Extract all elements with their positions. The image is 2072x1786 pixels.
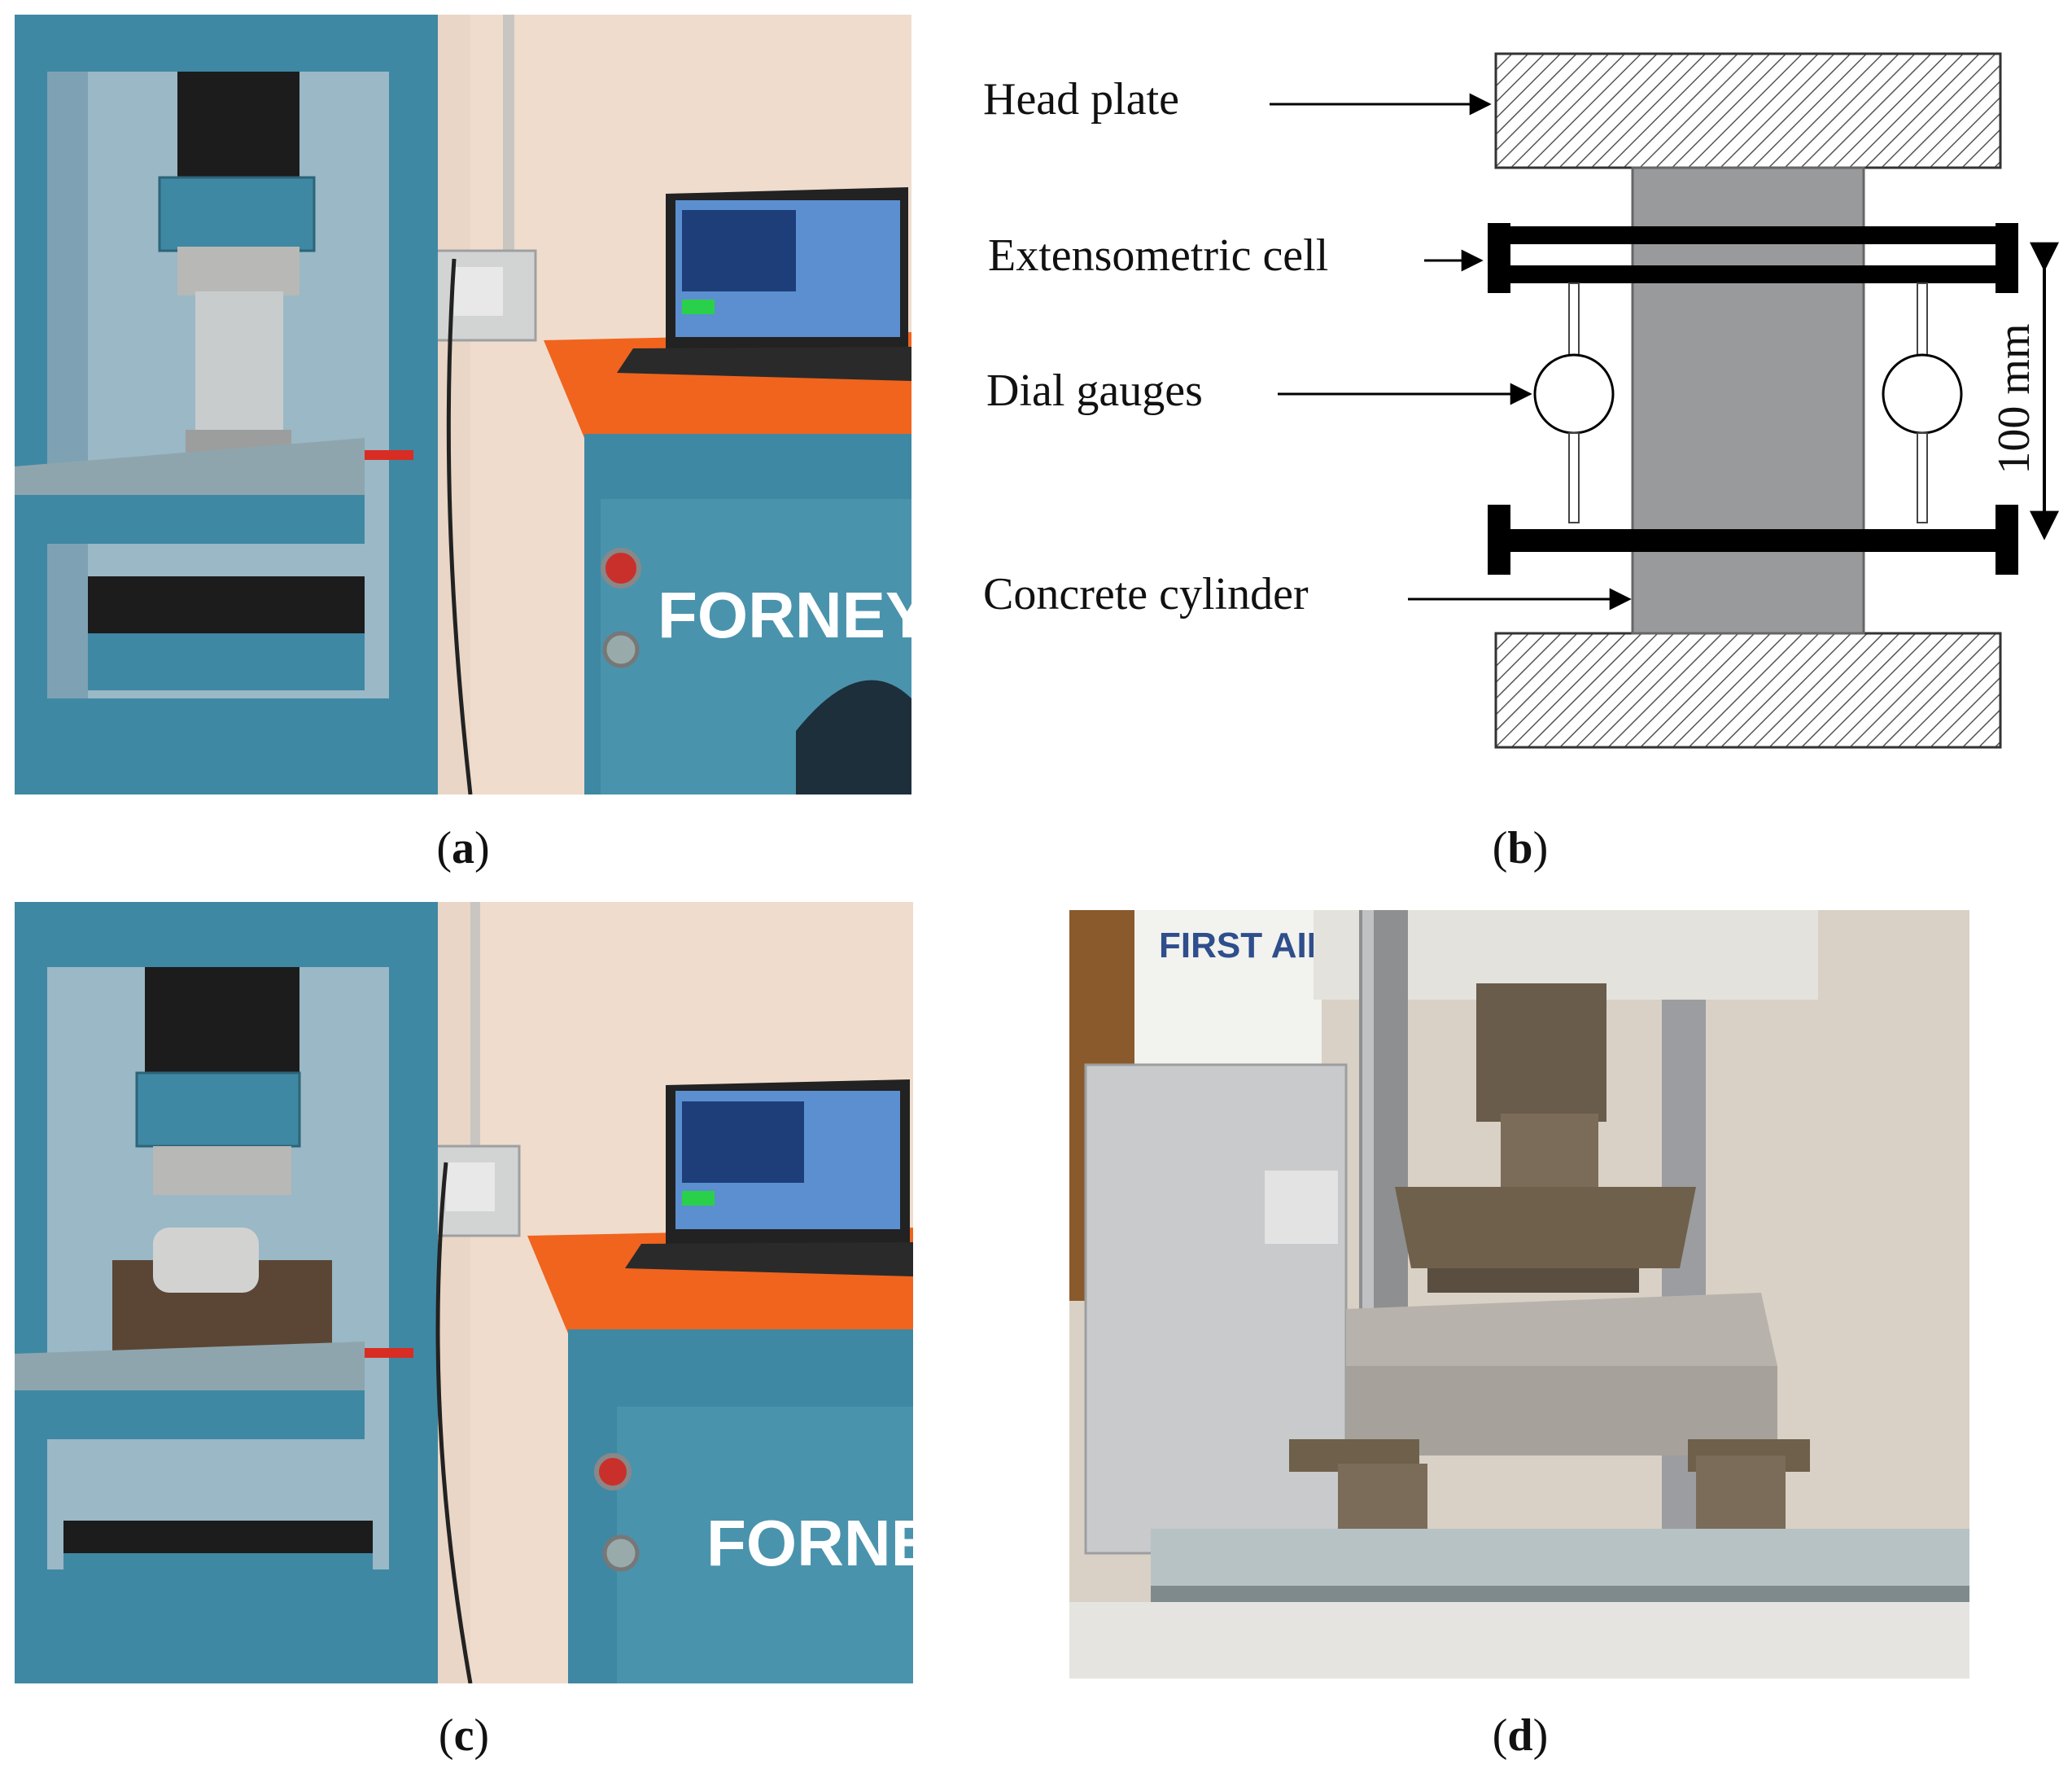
caption-b: (b)	[1492, 823, 1549, 873]
label-extensometric-cell: Extensometric cell	[988, 230, 1328, 281]
brand-label: FORNE	[706, 1507, 913, 1579]
dial-gauge-right	[1882, 282, 1963, 523]
label-dial-gauges: Dial gauges	[986, 366, 1203, 416]
extensometric-cell-top	[1488, 223, 2018, 293]
first-aid-sign-text: FIRST AID	[1159, 926, 1332, 965]
photo-flexural-test: FIRST AID	[1069, 910, 1969, 1679]
caption-c: (c)	[438, 1710, 490, 1761]
brand-label: FORNEY	[658, 579, 911, 651]
caption-a: (a)	[436, 823, 490, 873]
extensometric-cell-bottom	[1488, 505, 2018, 575]
head-plate-top	[1494, 52, 2002, 169]
concrete-cylinder-shape	[1631, 166, 1865, 635]
label-head-plate: Head plate	[983, 74, 1179, 125]
schematic-diagram: 100 mm Head plate Extensometric cell Dia…	[968, 33, 2072, 798]
label-concrete-cylinder: Concrete cylinder	[983, 569, 1309, 619]
caption-d: (d)	[1492, 1710, 1549, 1761]
dial-gauge-left	[1533, 282, 1615, 523]
head-plate-bottom	[1494, 632, 2002, 749]
gauge-length-label: 100 mm	[1989, 323, 2039, 474]
photo-split-tensile-test: FORNE	[15, 902, 913, 1683]
photo-compression-test: FORNEY	[15, 15, 911, 795]
